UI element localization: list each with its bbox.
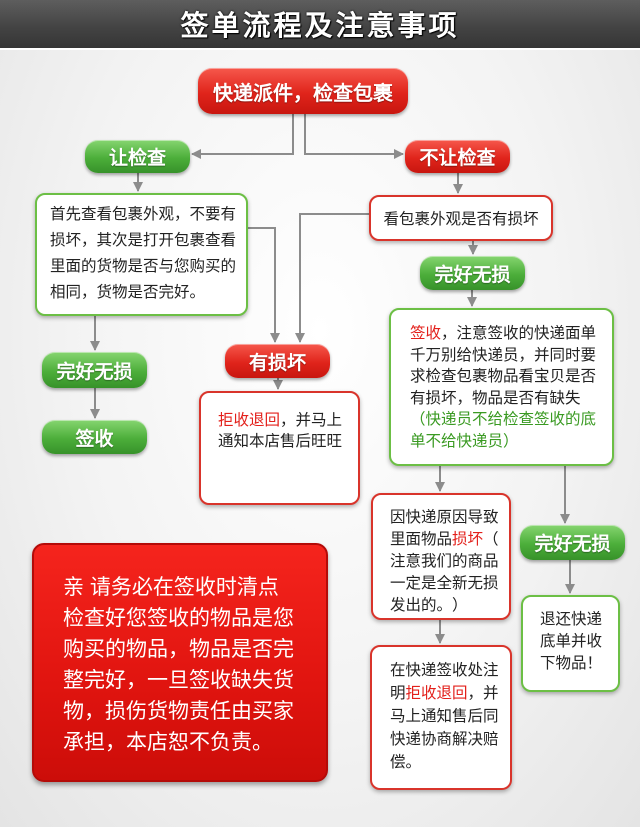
courier-action-after: ，并马上通知售后同快递协商解决赔偿。 — [390, 685, 499, 771]
page-title: 签单流程及注意事项 — [180, 10, 460, 41]
header-bar: 签单流程及注意事项 — [0, 0, 640, 50]
sign-notice-body: ，注意签收的快递面单千万别给快递员，并同时要求检查包裹物品看宝贝是否有损坏，物品… — [410, 325, 597, 407]
arrow-start-to-allow — [191, 114, 294, 159]
sign-notice-highlight: 签收 — [410, 325, 442, 342]
deny-inspect-box: 看包裹外观是否有损坏 — [369, 195, 553, 241]
arrow-instructions-to-damaged — [248, 227, 280, 343]
courier-damage-text: 因快递原因导致里面物品损坏（注意我们的商品一定是全新无损发出的。） — [390, 507, 503, 617]
deny-intact-node: 完好无损 — [420, 256, 525, 290]
arrow-start-to-deny — [304, 114, 404, 159]
final-intact-node: 完好无损 — [520, 525, 625, 560]
warning-notice-box: 亲 请务必在签收时清点检查好您签收的物品是您购买的物品，物品是否完整完好，一旦签… — [32, 543, 328, 782]
sign-notice-text: 签收，注意签收的快递面单千万别给快递员，并同时要求检查包裹物品看宝贝是否有损坏，… — [410, 323, 601, 452]
damaged-action-rest: ，并马上通知本店售后旺旺 — [218, 412, 343, 450]
damaged-node: 有损坏 — [225, 344, 330, 378]
courier-damage-action-text: 在快递签收处注明拒收退回，并马上通知售后同快递协商解决赔偿。 — [390, 659, 503, 774]
deny-check-node: 不让检查 — [405, 140, 510, 173]
sign-notice-note: （快递员不给检查签收的底单不给快递员） — [410, 411, 597, 450]
courier-damage-before: 因快递原因导致里面物品 — [390, 509, 499, 548]
start-node: 快递派件，检查包裹 — [198, 68, 408, 114]
damaged-action-highlight: 拒收退回 — [218, 412, 281, 429]
damaged-action-text: 拒收退回，并马上通知本店售后旺旺 — [218, 410, 347, 452]
arrow-inspect-to-damaged — [295, 213, 369, 343]
allow-check-node: 让检查 — [85, 140, 190, 173]
allow-instructions-text: 首先查看包裹外观，不要有损坏，其次是打开包裹查看里面的货物是否与您购买的相同，货… — [50, 206, 237, 301]
courier-damage-box: 因快递原因导致里面物品损坏（注意我们的商品一定是全新无损发出的。） — [371, 493, 511, 620]
damaged-action-box: 拒收退回，并马上通知本店售后旺旺 — [199, 391, 360, 505]
warning-notice-text: 亲 请务必在签收时清点检查好您签收的物品是您购买的物品，物品是否完整完好，一旦签… — [63, 576, 294, 754]
allow-intact-node: 完好无损 — [42, 352, 147, 388]
courier-action-highlight: 拒收退回 — [405, 685, 468, 702]
allow-instructions-box: 首先查看包裹外观，不要有损坏，其次是打开包裹查看里面的货物是否与您购买的相同，货… — [35, 193, 248, 316]
final-action-text: 退还快递底单并收下物品！ — [540, 611, 603, 672]
courier-damage-after: （注意我们的商品一定是全新无损发出的。） — [390, 531, 499, 614]
allow-sign-node: 签收 — [42, 420, 147, 454]
final-action-box: 退还快递底单并收下物品！ — [521, 595, 620, 692]
deny-inspect-text: 看包裹外观是否有损坏 — [383, 211, 539, 228]
sign-notice-box: 签收，注意签收的快递面单千万别给快递员，并同时要求检查包裹物品看宝贝是否有损坏，… — [389, 308, 614, 466]
courier-damage-action-box: 在快递签收处注明拒收退回，并马上通知售后同快递协商解决赔偿。 — [370, 645, 512, 790]
courier-action-before: 在快递签收处注明 — [390, 662, 499, 702]
courier-damage-highlight: 损坏 — [452, 531, 484, 548]
